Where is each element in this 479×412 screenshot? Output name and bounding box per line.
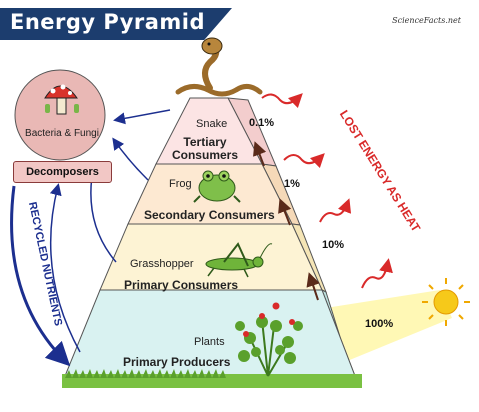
snake-icon (175, 37, 263, 97)
mushroom-icon (44, 84, 79, 115)
title-banner (0, 8, 232, 40)
heat-arrow (261, 93, 303, 109)
level-role-primary: Primary Consumers (124, 278, 239, 292)
energy-pct-primary: 10% (322, 239, 345, 251)
plant-icon (235, 302, 303, 377)
level-organism-producer: Plants (194, 336, 225, 348)
energy-pct-producer: 100% (365, 318, 394, 330)
level-role-tertiary: Tertiary Consumers (170, 136, 240, 162)
to-decomposer-arrow (112, 137, 149, 181)
energy-up-arrow (278, 198, 292, 226)
decomposers-label: Decomposers (13, 161, 112, 183)
level-role-tertiary-text: Tertiary Consumers (171, 135, 239, 162)
energy-up-arrow (306, 272, 320, 301)
level-organism-primary: Grasshopper (130, 258, 194, 270)
energy-pct-tertiary: 0.1% (249, 117, 275, 129)
to-decomposer-arrow (113, 109, 171, 125)
sun-icon (422, 278, 470, 326)
level-organism-tertiary: Snake (196, 118, 228, 130)
heat-arrow (283, 153, 325, 169)
level-role-producer: Primary Producers (123, 355, 231, 369)
heat-arrow (319, 198, 352, 223)
decomposer-organisms-label: Bacteria & Fungi (25, 128, 99, 139)
energy-pct-secondary: 1% (284, 178, 300, 190)
energy-up-arrow (253, 141, 267, 167)
brand-logo: ScienceFacts.net (392, 16, 461, 25)
page-title: Energy Pyramid (10, 10, 206, 34)
heat-arrow (361, 258, 393, 289)
recycle-arrow (10, 185, 71, 367)
grass-strip (62, 374, 362, 388)
to-decomposer-arrow (49, 183, 81, 353)
level-organism-secondary: Frog (169, 178, 192, 190)
grasshopper-icon (205, 242, 273, 278)
decomposer-circle (14, 69, 106, 161)
frog-icon (193, 170, 241, 203)
grass-blades (65, 369, 226, 378)
level-role-secondary: Secondary Consumers (144, 208, 275, 222)
